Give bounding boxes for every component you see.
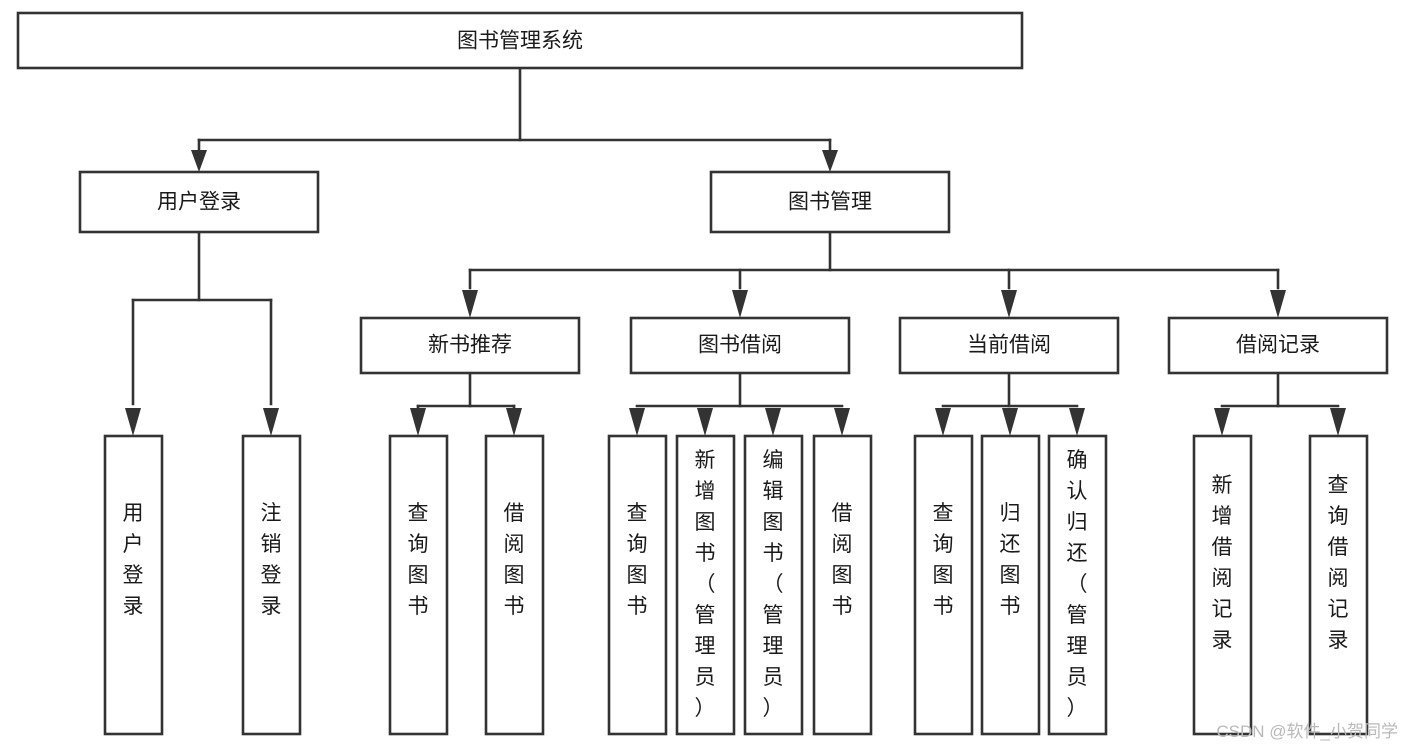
node-current-borrow-label: 当前借阅 [967, 334, 1051, 357]
leaf-current-borrow-1[interactable]: 查询图书 [913, 434, 974, 736]
leaf-book-borrow-1-box[interactable] [607, 434, 668, 736]
arrow-current-borrow-leaf-2 [1002, 408, 1018, 436]
node-root[interactable]: 图书管理系统 [16, 11, 1024, 70]
arrow-book-borrow-leaf-1 [629, 408, 645, 436]
leaf-user-login-1-box[interactable] [103, 434, 164, 736]
leaf-current-borrow-3-box[interactable] [1047, 434, 1108, 736]
arrow-to-new-book [462, 290, 478, 318]
leaf-book-borrow-3-label: 编辑图书（管理员） [763, 449, 784, 720]
node-borrow-record[interactable]: 借阅记录 [1167, 316, 1389, 375]
arrow-current-borrow-leaf-1 [935, 408, 951, 436]
leaf-book-borrow-2-label: 新增图书（管理员） [695, 449, 716, 720]
node-current-borrow-box[interactable] [898, 316, 1120, 375]
arrow-book-borrow-leaf-3 [765, 408, 781, 436]
node-borrow-record-box[interactable] [1167, 316, 1389, 375]
node-book-management-label: 图书管理 [788, 191, 872, 214]
leaf-borrow-record-1-label: 新增借阅记录 [1212, 474, 1233, 652]
leaf-borrow-record-2[interactable]: 查询借阅记录 [1308, 434, 1369, 736]
node-root-box[interactable] [16, 11, 1024, 70]
csdn-watermark: CSDN @软件_小贺同学 [1216, 722, 1398, 741]
leaf-user-login-2-label: 注销登录 [261, 502, 282, 618]
node-book-management-box[interactable] [709, 170, 951, 234]
arrow-borrow-record-leaf-2 [1330, 408, 1346, 436]
node-borrow-record-label: 借阅记录 [1236, 334, 1320, 357]
node-current-borrow[interactable]: 当前借阅 [898, 316, 1120, 375]
arrow-new-book-leaf-1 [410, 408, 426, 436]
leaf-book-borrow-4[interactable]: 借阅图书 [812, 434, 873, 736]
leaf-new-book-1-label: 查询图书 [408, 502, 429, 618]
arrow-book-borrow-leaf-2 [697, 408, 713, 436]
leaf-borrow-record-2-label: 查询借阅记录 [1328, 474, 1349, 652]
leaf-book-borrow-3[interactable]: 编辑图书（管理员） [743, 434, 804, 736]
leaf-book-borrow-2-box[interactable] [675, 434, 736, 736]
arrow-to-user-login [191, 150, 207, 172]
node-root-label: 图书管理系统 [457, 30, 583, 53]
leaf-user-login-1[interactable]: 用户登录 [103, 434, 164, 736]
arrow-user-login-leaf-2 [263, 408, 279, 436]
node-book-borrow-label: 图书借阅 [698, 334, 782, 357]
leaf-user-login-1-label: 用户登录 [123, 502, 144, 618]
leaf-book-borrow-3-box[interactable] [743, 434, 804, 736]
node-book-borrow[interactable]: 图书借阅 [629, 316, 851, 375]
arrow-to-current-borrow [1001, 290, 1017, 318]
arrow-user-login-leaf-1 [125, 408, 141, 436]
leaf-current-borrow-2-box[interactable] [980, 434, 1041, 736]
node-user-login-box[interactable] [78, 170, 320, 234]
leaf-book-borrow-4-box[interactable] [812, 434, 873, 736]
arrow-current-borrow-leaf-3 [1069, 408, 1085, 436]
leaf-book-borrow-2[interactable]: 新增图书（管理员） [675, 434, 736, 736]
node-user-login-label: 用户登录 [157, 191, 241, 214]
node-new-book-recommend-label: 新书推荐 [428, 334, 512, 357]
leaf-current-borrow-2[interactable]: 归还图书 [980, 434, 1041, 736]
arrow-to-book-borrow [732, 290, 748, 318]
leaf-current-borrow-1-label: 查询图书 [933, 502, 954, 618]
arrow-book-borrow-leaf-4 [834, 408, 850, 436]
arrow-borrow-record-leaf-1 [1214, 408, 1230, 436]
leaf-borrow-record-1-box[interactable] [1192, 434, 1253, 736]
leaf-user-login-2[interactable]: 注销登录 [241, 434, 302, 736]
leaf-book-borrow-1[interactable]: 查询图书 [607, 434, 668, 736]
leaf-new-book-1-box[interactable] [388, 434, 449, 736]
leaf-borrow-record-1[interactable]: 新增借阅记录 [1192, 434, 1253, 736]
leaf-current-borrow-2-label: 归还图书 [1000, 502, 1021, 618]
leaf-new-book-1[interactable]: 查询图书 [388, 434, 449, 736]
leaf-user-login-2-box[interactable] [241, 434, 302, 736]
node-new-book-recommend[interactable]: 新书推荐 [359, 316, 581, 375]
leaf-current-borrow-3[interactable]: 确认归还（管理员） [1047, 434, 1108, 736]
arrow-to-book-mgmt [822, 150, 838, 172]
node-new-book-recommend-box[interactable] [359, 316, 581, 375]
node-user-login[interactable]: 用户登录 [78, 170, 320, 234]
node-book-management[interactable]: 图书管理 [709, 170, 951, 234]
arrow-new-book-leaf-2 [506, 408, 522, 436]
arrow-to-borrow-record [1270, 290, 1286, 318]
leaf-borrow-record-2-box[interactable] [1308, 434, 1369, 736]
node-book-borrow-box[interactable] [629, 316, 851, 375]
leaf-book-borrow-4-label: 借阅图书 [832, 502, 853, 618]
leaf-new-book-2-box[interactable] [484, 434, 545, 736]
leaf-new-book-2-label: 借阅图书 [504, 502, 525, 618]
leaf-current-borrow-3-label: 确认归还（管理员） [1067, 449, 1088, 720]
connector-layer [125, 66, 1346, 436]
leaf-book-borrow-1-label: 查询图书 [627, 502, 648, 618]
leaf-current-borrow-1-box[interactable] [913, 434, 974, 736]
leaf-new-book-2[interactable]: 借阅图书 [484, 434, 545, 736]
